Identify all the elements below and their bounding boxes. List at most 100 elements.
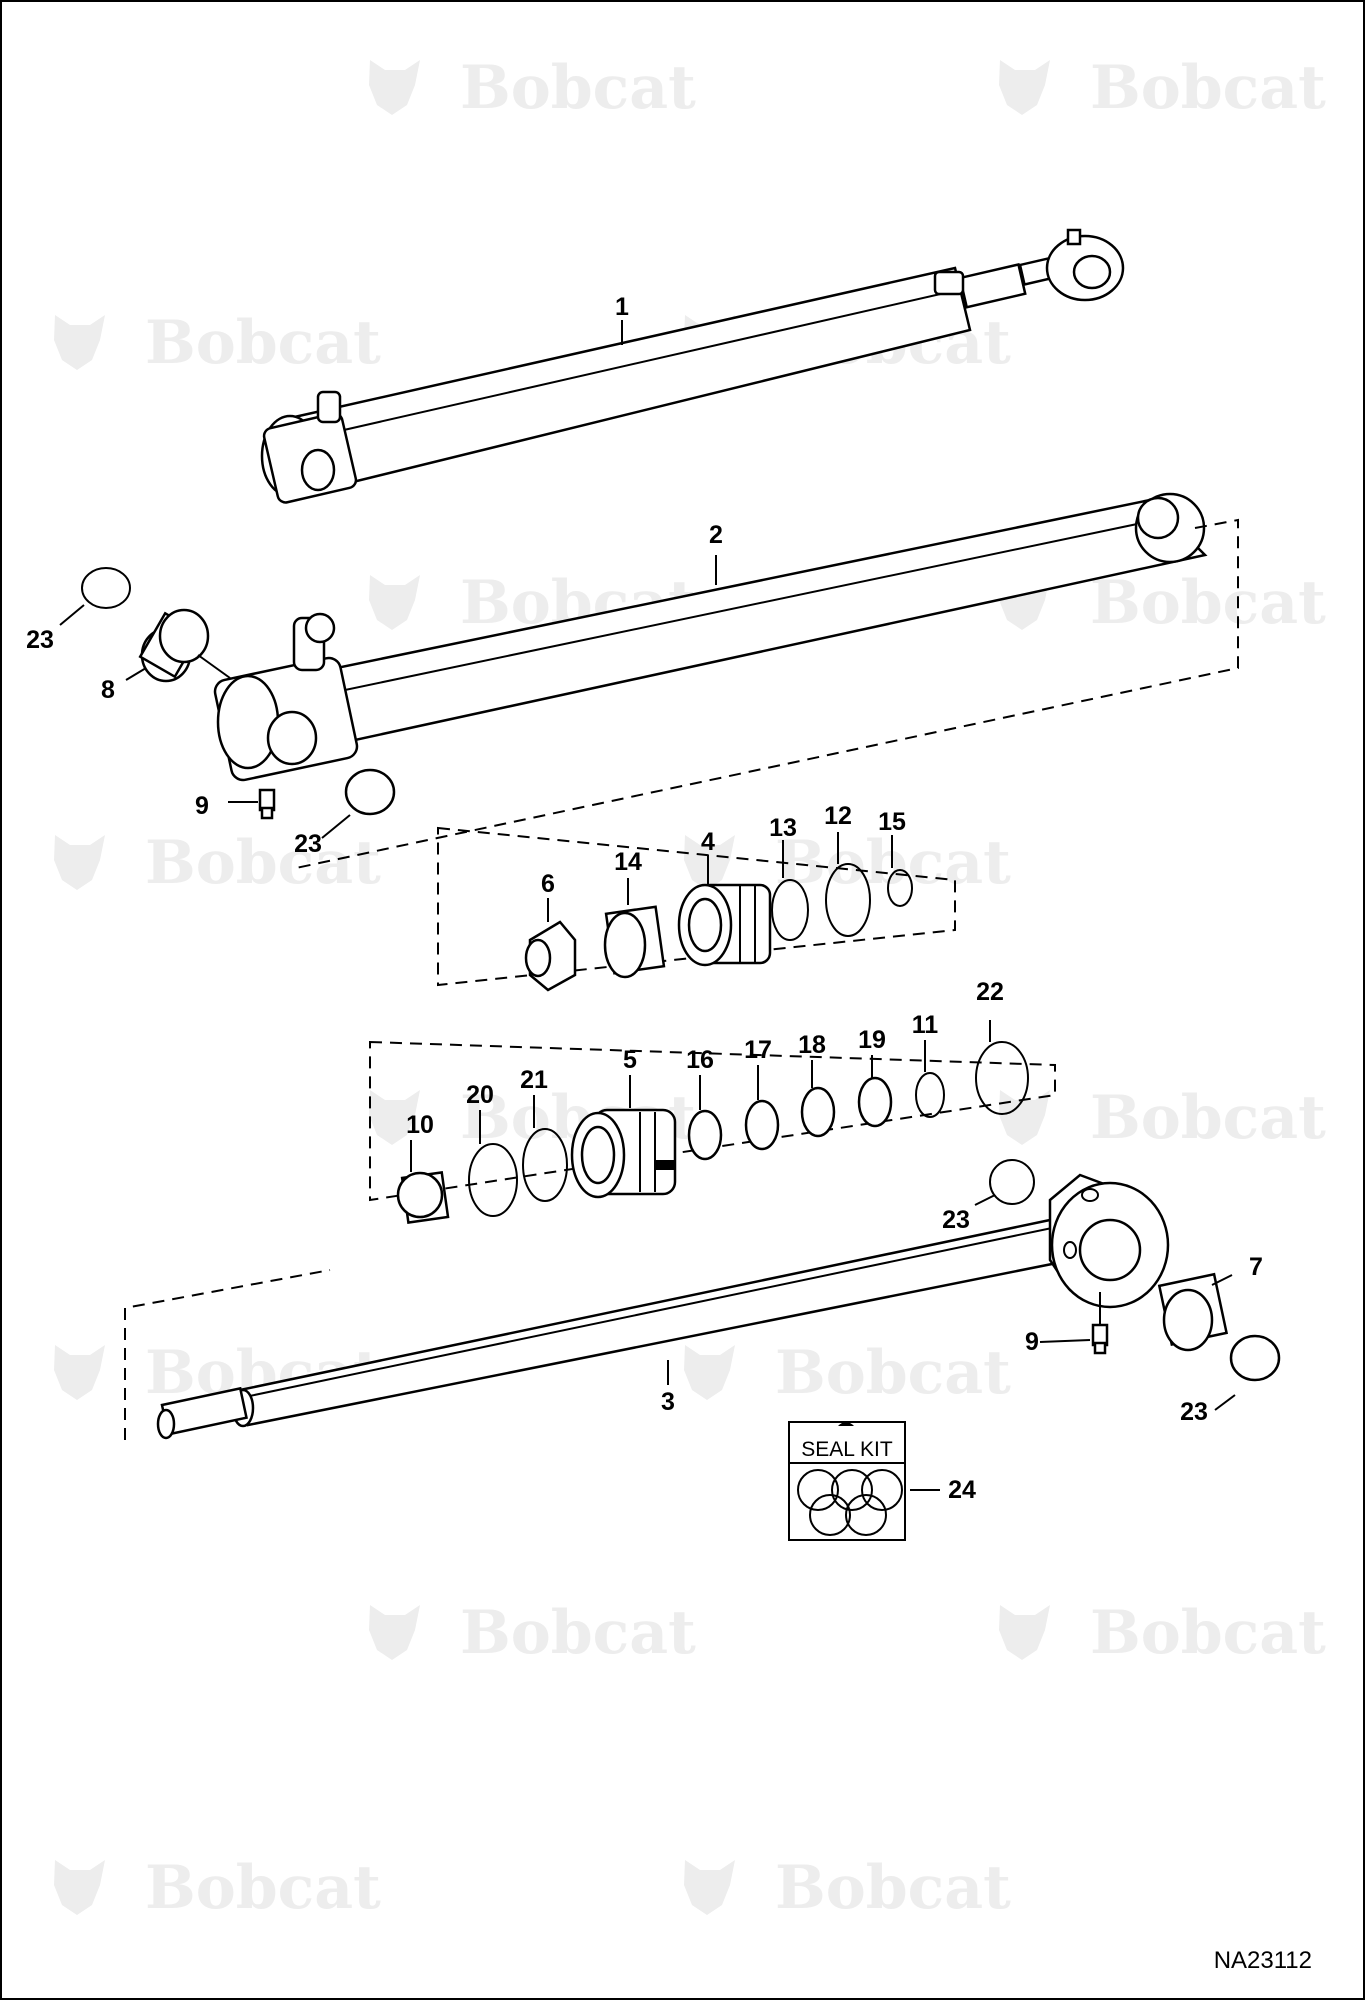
watermark-text: Bobcat <box>775 828 1011 898</box>
watermark-text: Bobcat <box>1090 1083 1326 1153</box>
leader-lines <box>59 320 1236 1491</box>
callout-18: 18 <box>798 1031 826 1059</box>
callout-2: 2 <box>709 521 723 549</box>
part-23-ring-top-left <box>81 567 131 609</box>
part-23-ring-rod <box>989 1159 1035 1205</box>
rod-port-fitting <box>933 270 965 296</box>
callout-11: 11 <box>912 1011 939 1039</box>
callout-15: 15 <box>878 808 906 836</box>
callout-3: 3 <box>661 1388 675 1416</box>
barrel-pin-bore <box>266 710 318 766</box>
bobcat-logo-icon <box>369 575 420 630</box>
callout-23-rod: 23 <box>942 1206 970 1234</box>
bobcat-logo-icon <box>369 1605 420 1660</box>
rod-eye-bore <box>1072 254 1112 290</box>
barrel-dashed-guide <box>295 518 1239 869</box>
callout-7: 7 <box>1249 1253 1263 1281</box>
part-9-grease-fitting-upper <box>258 788 276 820</box>
part-5-gland <box>570 1108 677 1199</box>
barrel-base-end <box>216 674 280 770</box>
callout-23-top-left: 23 <box>26 626 54 654</box>
bobcat-logo-icon <box>54 1345 105 1400</box>
callout-9-upper: 9 <box>195 792 209 820</box>
watermark-text: Bobcat <box>775 1338 1011 1408</box>
bobcat-logo-icon <box>684 835 735 890</box>
callout-5: 5 <box>623 1046 637 1074</box>
part-15-seal <box>887 869 913 907</box>
part-9-grease-fitting-lower <box>1091 1323 1109 1355</box>
part-22-ring <box>975 1041 1029 1115</box>
callout-12: 12 <box>824 802 852 830</box>
bobcat-logo-icon <box>999 60 1050 115</box>
watermark-text: Bobcat <box>1090 568 1326 638</box>
drawing-reference-id: NA23112 <box>1214 1947 1312 1974</box>
bobcat-logo-icon <box>999 1605 1050 1660</box>
bobcat-logo-icon <box>54 835 105 890</box>
part-18-seal <box>800 1086 836 1138</box>
base-port-fitting <box>316 390 342 424</box>
callout-labels: 1 2 23 8 9 23 6 14 4 13 12 15 10 20 21 5… <box>26 293 1263 1504</box>
callout-8: 8 <box>101 676 115 704</box>
callout-17: 17 <box>744 1036 772 1064</box>
barrel <box>213 492 1208 782</box>
callout-16: 16 <box>686 1046 714 1074</box>
part-14-wear-ring <box>603 905 666 979</box>
barrel-port <box>1136 496 1180 540</box>
bobcat-logo-icon <box>369 1090 420 1145</box>
watermark-text: Bobcat <box>1090 1598 1326 1668</box>
callout-10: 10 <box>406 1111 434 1139</box>
part-6-nut <box>524 920 577 992</box>
bobcat-logo-icon <box>684 1345 735 1400</box>
gland-group-dashed-frame <box>369 1040 1056 1202</box>
callout-21: 21 <box>520 1066 548 1094</box>
part-10-bushing <box>396 1171 450 1224</box>
callout-9-lower: 9 <box>1025 1328 1039 1356</box>
part-13-seal <box>771 879 809 941</box>
watermark-text: Bobcat <box>1090 53 1326 123</box>
part-4-piston <box>677 883 772 967</box>
bobcat-logo-icon <box>369 60 420 115</box>
part-12-seal <box>825 863 871 937</box>
bobcat-logo-icon <box>684 1860 735 1915</box>
callout-23-barrel: 23 <box>294 830 322 858</box>
watermark-text: Bobcat <box>460 1598 696 1668</box>
part-23-ring-barrel <box>344 768 396 816</box>
part-23-ring-bottom-right <box>1229 1334 1281 1382</box>
part-17-seal <box>744 1099 780 1151</box>
callout-22: 22 <box>976 978 1004 1006</box>
seal-kit-label: SEAL KIT <box>801 1438 893 1461</box>
callout-14: 14 <box>614 848 642 876</box>
rod-dashed-guide <box>124 1269 331 1440</box>
part-19-seal <box>857 1076 893 1128</box>
callout-1: 1 <box>615 293 629 321</box>
callout-20: 20 <box>466 1081 494 1109</box>
bobcat-logo-icon <box>54 1860 105 1915</box>
callout-6: 6 <box>541 870 555 898</box>
base-pin-bore <box>300 448 336 492</box>
watermark-text: Bobcat <box>145 1853 381 1923</box>
rod-grease-fitting <box>1066 228 1082 246</box>
o-rings-icon <box>797 1469 903 1536</box>
watermark-text: Bobcat <box>775 1853 1011 1923</box>
part-11-ring <box>915 1072 945 1118</box>
callout-23-bottom-right: 23 <box>1180 1398 1208 1426</box>
piston-rod <box>156 1173 1170 1440</box>
part-21-ring <box>522 1128 568 1202</box>
seal-kit-box: SEAL KIT <box>788 1421 906 1541</box>
bobcat-logo-icon <box>999 1090 1050 1145</box>
callout-13: 13 <box>769 814 797 842</box>
part-16-seal <box>687 1109 723 1161</box>
rod-eye-end <box>1048 1173 1170 1309</box>
part-7-bushing <box>1157 1272 1229 1352</box>
bobcat-logo-icon <box>54 315 105 370</box>
cylinder-assembly <box>260 228 1125 504</box>
callout-24: 24 <box>948 1476 976 1504</box>
callout-19: 19 <box>858 1026 886 1054</box>
part-8-bushing <box>138 608 210 683</box>
watermark-text: Bobcat <box>145 308 381 378</box>
watermark-text: Bobcat <box>460 53 696 123</box>
part-20-ring <box>468 1143 518 1217</box>
